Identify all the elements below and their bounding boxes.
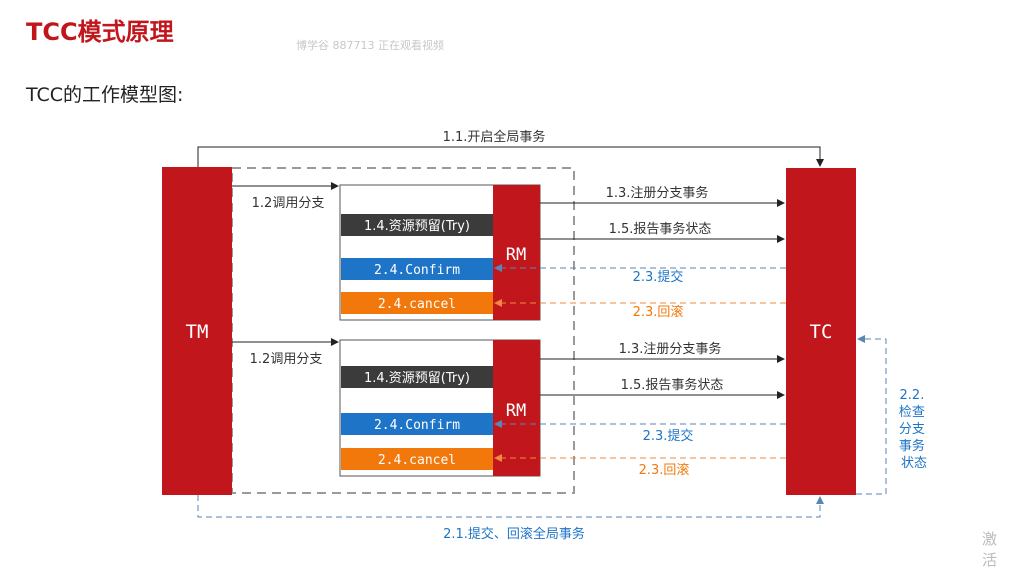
label-commit-top: 2.3.提交 <box>633 269 684 285</box>
confirm-label-top: 2.4.Confirm <box>374 263 460 278</box>
arrow-check-status <box>856 335 887 495</box>
label-call-bottom: 1.2调用分支 <box>250 352 323 367</box>
label-register-top: 1.3.注册分支事务 <box>606 185 709 201</box>
rm-label-top: RM <box>506 245 526 265</box>
subtitle: TCC的工作模型图: <box>26 84 184 106</box>
rm-box-top <box>493 185 540 320</box>
label-report-top: 1.5.报告事务状态 <box>609 221 712 237</box>
label-check-status: 2.2. 检查 分支 事务 状态 <box>899 388 929 471</box>
rm-box-bottom <box>493 340 540 476</box>
tcc-diagram: 1.1.开启全局事务 TM TC RM 1.4.资源预留(Try) 2.4.Co… <box>162 129 929 542</box>
cancel-label-bottom: 2.4.cancel <box>378 453 456 468</box>
label-start-global: 1.1.开启全局事务 <box>443 129 546 145</box>
try-label-top: 1.4.资源预留(Try) <box>364 219 470 234</box>
confirm-box-top <box>341 258 493 280</box>
arrow-final-commit <box>197 495 824 518</box>
try-box-top <box>341 214 493 236</box>
confirm-box-bottom <box>341 413 493 435</box>
tm-label: TM <box>186 321 209 343</box>
label-rollback-top: 2.3.回滚 <box>633 304 684 320</box>
label-report-bottom: 1.5.报告事务状态 <box>621 377 724 393</box>
tm-box <box>162 167 232 495</box>
watermark-text: 博学谷 887713 正在观看视频 <box>296 39 444 52</box>
cancel-label-top: 2.4.cancel <box>378 297 456 312</box>
page-title: TCC模式原理 <box>26 18 174 46</box>
confirm-label-bottom: 2.4.Confirm <box>374 418 460 433</box>
tc-label: TC <box>810 321 833 343</box>
rm-label-bottom: RM <box>506 401 526 421</box>
label-call-top: 1.2调用分支 <box>252 196 325 211</box>
try-label-bottom: 1.4.资源预留(Try) <box>364 371 470 386</box>
cancel-box-bottom <box>341 448 493 470</box>
label-rollback-bottom: 2.3.回滚 <box>639 462 690 478</box>
tc-box <box>786 168 856 495</box>
try-box-bottom <box>341 366 493 388</box>
arrow-start-global <box>197 146 824 168</box>
label-register-bottom: 1.3.注册分支事务 <box>619 341 722 357</box>
label-final-commit: 2.1.提交、回滚全局事务 <box>443 526 585 542</box>
label-commit-bottom: 2.3.提交 <box>643 428 694 444</box>
cancel-box-top <box>341 292 493 314</box>
